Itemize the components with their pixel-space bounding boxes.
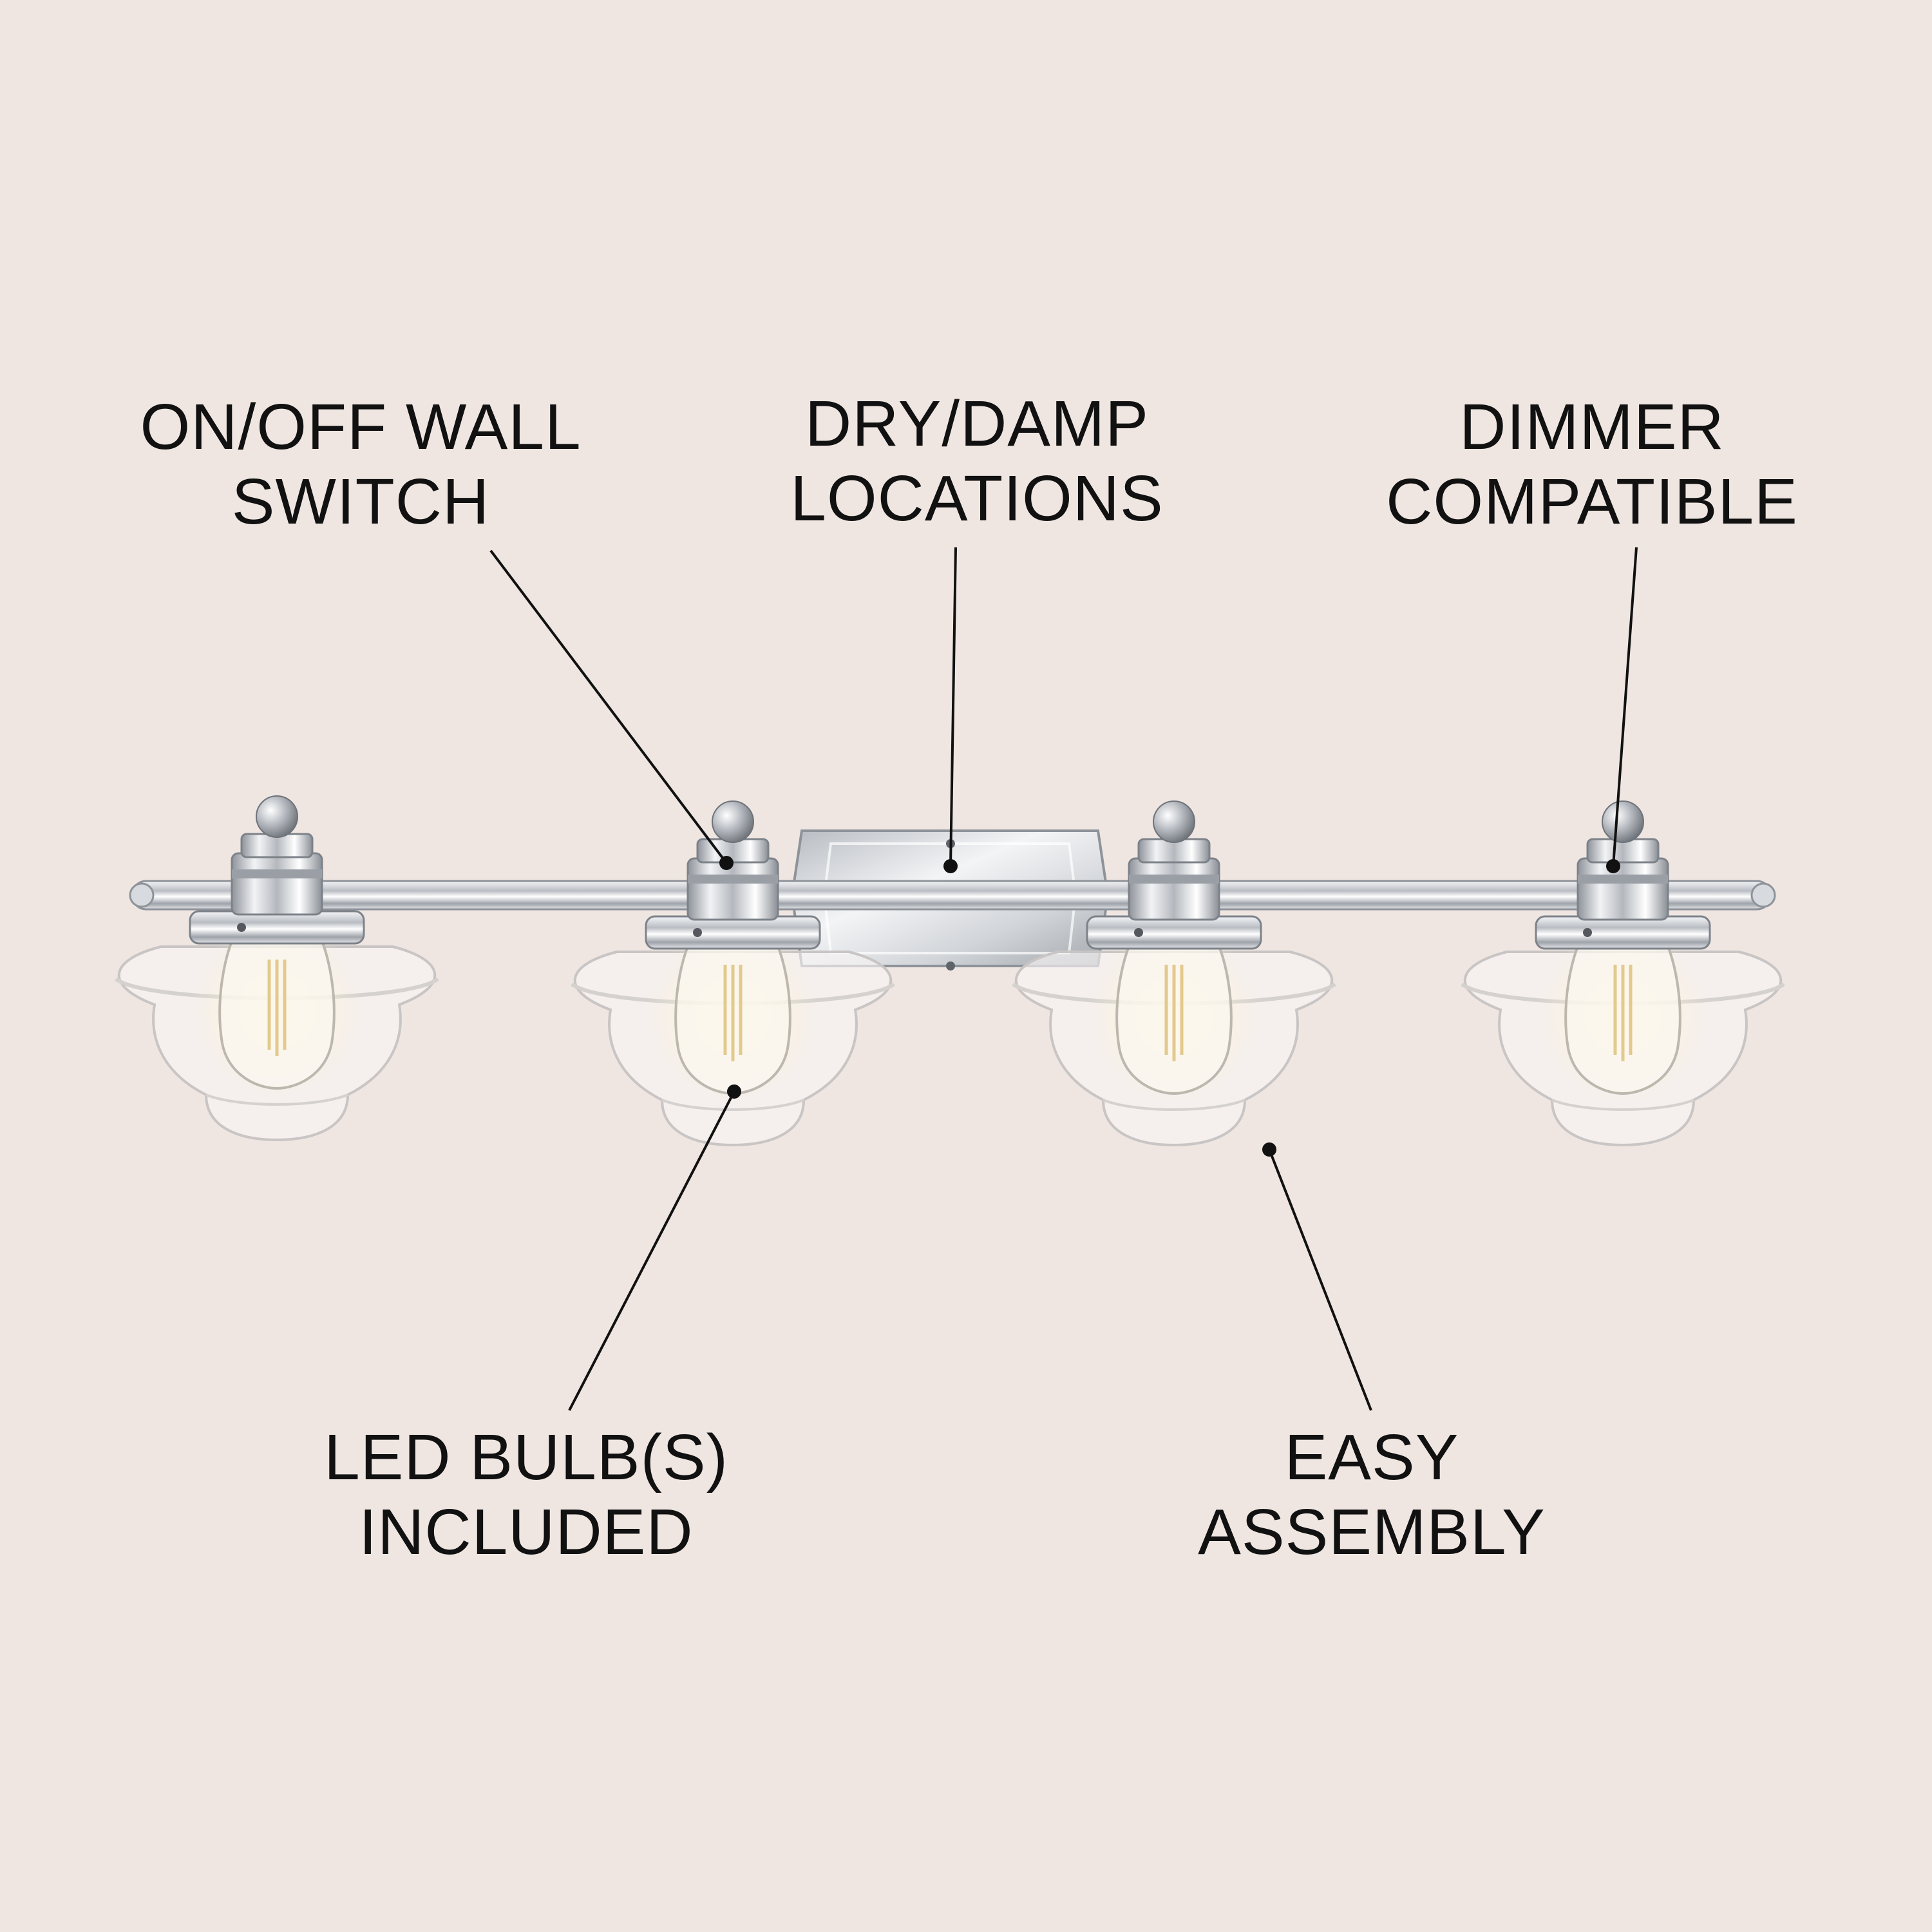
feature-label-line: EASY	[1284, 1421, 1459, 1493]
feature-label-line: LED BULB(S)	[324, 1421, 728, 1493]
crossbar	[131, 880, 1772, 911]
callout-line-assembly	[1268, 1149, 1372, 1411]
feature-label-wall-switch: ON/OFF WALL SWITCH	[71, 390, 650, 539]
feature-label-dimmer: DIMMER COMPATIBLE	[1302, 390, 1882, 539]
feature-label-dry-damp: DRY/DAMP LOCATIONS	[687, 386, 1267, 536]
callout-line-switch	[489, 549, 728, 864]
feature-label-line: COMPATIBLE	[1386, 466, 1798, 538]
light-4	[1462, 801, 1784, 1145]
feature-label-line: LOCATIONS	[790, 462, 1164, 535]
callout-line-dimmer	[1612, 547, 1638, 867]
feature-label-line: INCLUDED	[359, 1496, 694, 1568]
feature-label-easy-assembly: EASY ASSEMBLY	[1082, 1420, 1662, 1569]
feature-label-line: ON/OFF WALL	[140, 391, 582, 463]
feature-label-line: ASSEMBLY	[1198, 1496, 1546, 1568]
feature-label-led-bulbs: LED BULB(S) INCLUDED	[236, 1420, 816, 1569]
light-1	[116, 796, 438, 1140]
feature-label-line: DRY/DAMP	[804, 388, 1150, 460]
callout-line-led	[568, 1091, 735, 1411]
feature-label-line: SWITCH	[231, 466, 490, 538]
callout-line-location	[949, 547, 957, 867]
feature-label-line: DIMMER	[1459, 391, 1725, 463]
